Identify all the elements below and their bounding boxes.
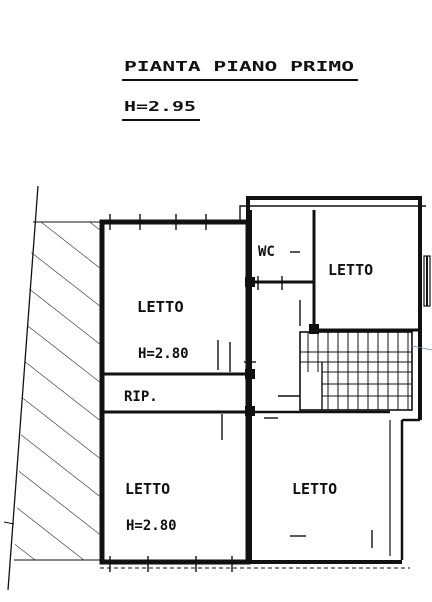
plan-height: H=2.95 [124,99,196,115]
hatched-area [14,221,100,561]
window-right [423,255,431,307]
room-label-bedroom-bottom-right: LETTO [292,480,337,498]
room-height-bedroom-bottom-left: H=2.80 [126,518,177,534]
interior-walls [102,210,420,562]
room-label-bedroom-top-left: LETTO [137,298,184,316]
door-marks [109,214,373,572]
room-label-bedroom-top-right: LETTO [328,261,373,279]
room-label-wc: WC [258,244,275,260]
boundary-tick [3,521,15,525]
room-height-bedroom-top-left: H=2.80 [138,346,189,362]
room-label-bedroom-bottom-left: LETTO [125,480,170,498]
staircase [299,331,432,411]
plan-title: PIANTA PIANO PRIMO [124,59,354,75]
junction-marks [245,277,319,416]
room-label-storage: RIP. [124,389,158,405]
boundary-line [7,185,39,591]
